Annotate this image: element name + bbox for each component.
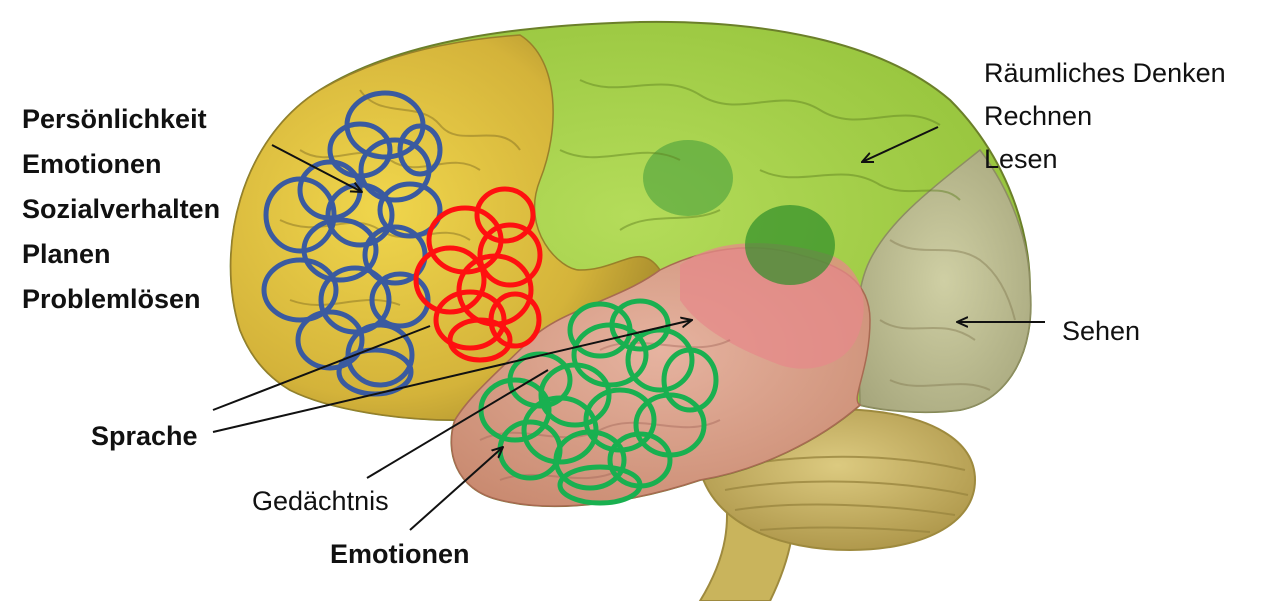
- occipital-label: Sehen: [1062, 313, 1140, 349]
- green-patch-1: [643, 140, 733, 216]
- frontal-label-5: Problemlösen: [22, 277, 220, 322]
- memory-label: Gedächtnis: [252, 483, 389, 519]
- green-patch-2: [745, 205, 835, 285]
- parietal-function-list: Räumliches Denken Rechnen Lesen: [984, 52, 1226, 181]
- parietal-label-3: Lesen: [984, 138, 1226, 181]
- frontal-label-3: Sozialverhalten: [22, 187, 220, 232]
- frontal-label-2: Emotionen: [22, 142, 220, 187]
- parietal-label-2: Rechnen: [984, 95, 1226, 138]
- language-label: Sprache: [91, 418, 198, 454]
- frontal-label-1: Persönlichkeit: [22, 97, 220, 142]
- frontal-function-list: Persönlichkeit Emotionen Sozialverhalten…: [22, 97, 220, 322]
- limbic-emotions-label: Emotionen: [330, 536, 470, 572]
- parietal-label-1: Räumliches Denken: [984, 52, 1226, 95]
- frontal-label-4: Planen: [22, 232, 220, 277]
